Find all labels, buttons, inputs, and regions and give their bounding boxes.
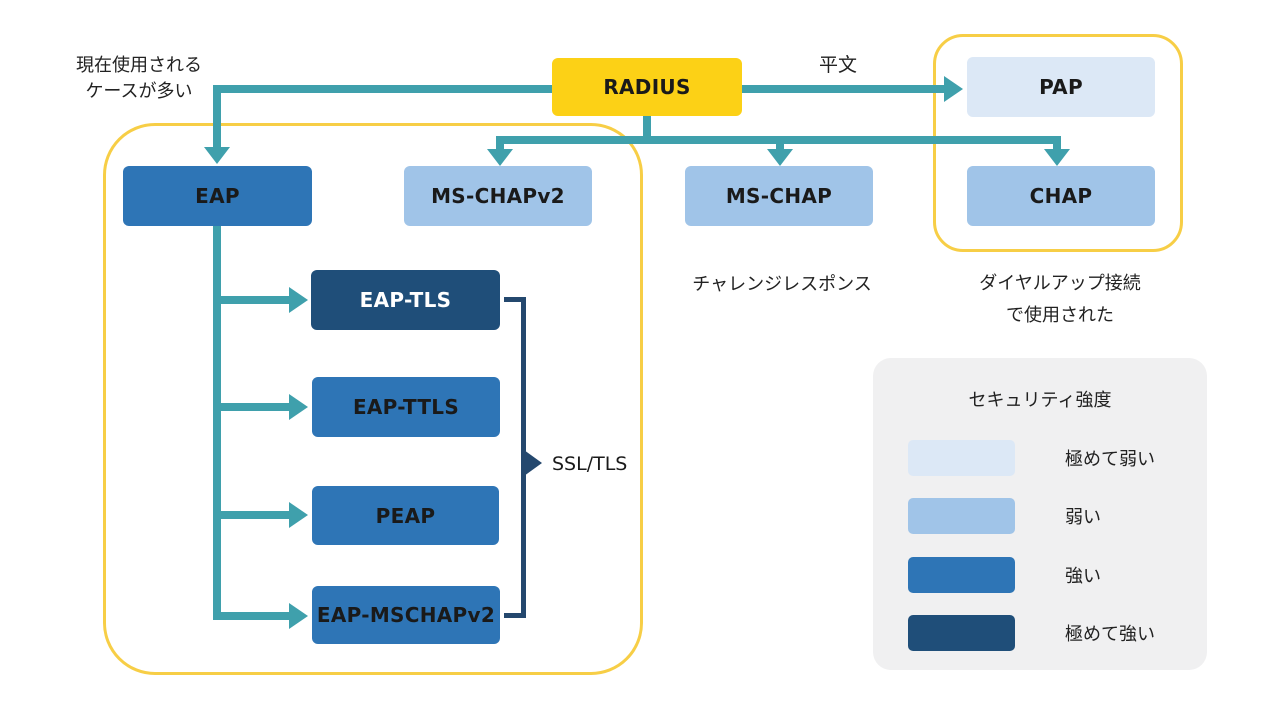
arrowhead-to-eap-ttls-icon xyxy=(289,394,308,420)
note-current-use: 現在使用される ケースが多い xyxy=(39,53,239,105)
legend-row-very-strong: 極めて強い xyxy=(908,615,1188,651)
node-peap-label: PEAP xyxy=(375,503,436,528)
connector-branch-eap-mschapv2 xyxy=(217,612,290,620)
node-eap-label: EAP xyxy=(195,184,240,208)
node-eap-tls: EAP-TLS xyxy=(311,270,500,330)
legend-row-weak: 弱い xyxy=(908,498,1188,534)
note-ssl-tls: SSL/TLS xyxy=(552,453,628,475)
security-strength-legend: セキュリティ強度 極めて弱い 弱い 強い 極めて強い xyxy=(873,358,1207,670)
legend-swatch-very-strong xyxy=(908,615,1015,651)
connector-stub-chap xyxy=(1053,136,1061,151)
note-dialup-line2: で使用された xyxy=(1006,305,1114,326)
node-eap-mschapv2: EAP-MSCHAPv2 xyxy=(312,586,500,644)
legend-swatch-weak xyxy=(908,498,1015,534)
arrowhead-to-pap-icon xyxy=(944,76,963,102)
node-chap-label: CHAP xyxy=(1029,184,1093,208)
legend-label-very-weak: 極めて弱い xyxy=(1065,449,1155,470)
connector-stub-mschapv2 xyxy=(496,144,504,151)
node-radius: RADIUS xyxy=(552,58,742,116)
note-current-use-line1: 現在使用される xyxy=(76,55,202,76)
legend-label-weak: 弱い xyxy=(1065,507,1101,528)
legend-row-strong: 強い xyxy=(908,557,1188,593)
node-eap-mschapv2-label: EAP-MSCHAPv2 xyxy=(316,603,496,627)
node-pap: PAP xyxy=(967,57,1155,117)
node-chap: CHAP xyxy=(967,166,1155,226)
eap-group-outline xyxy=(103,123,643,675)
arrowhead-to-eap-tls-icon xyxy=(289,287,308,313)
connector-radius-to-eap-horizontal xyxy=(213,85,552,93)
node-mschapv2: MS-CHAPv2 xyxy=(404,166,592,226)
connector-branch-eap-ttls xyxy=(217,403,290,411)
arrowhead-to-chap-icon xyxy=(1044,149,1070,166)
connector-eap-trunk xyxy=(213,226,221,620)
node-eap: EAP xyxy=(123,166,312,226)
arrowhead-to-eap-icon xyxy=(204,147,230,164)
node-eap-ttls: EAP-TTLS xyxy=(312,377,500,437)
arrowhead-to-eap-mschapv2-icon xyxy=(289,603,308,629)
connector-branch-peap xyxy=(217,511,290,519)
node-peap: PEAP xyxy=(312,486,499,545)
legend-swatch-strong xyxy=(908,557,1015,593)
connector-stub-mschap xyxy=(776,144,784,151)
node-mschap-label: MS-CHAP xyxy=(725,184,833,208)
arrowhead-to-mschapv2-icon xyxy=(487,149,513,166)
connector-radius-stub xyxy=(643,115,651,140)
node-eap-tls-label: EAP-TLS xyxy=(359,288,452,312)
node-mschapv2-label: MS-CHAPv2 xyxy=(431,184,565,208)
node-eap-ttls-label: EAP-TTLS xyxy=(352,395,460,419)
arrowhead-to-peap-icon xyxy=(289,502,308,528)
connector-radius-to-eap-vertical xyxy=(213,85,221,148)
connector-distribution-line xyxy=(496,136,1061,144)
note-current-use-line2: ケースが多い xyxy=(85,81,193,102)
legend-title: セキュリティ強度 xyxy=(968,390,1112,411)
node-pap-label: PAP xyxy=(1039,75,1083,99)
connector-branch-eap-tls xyxy=(217,296,290,304)
note-challenge-response: チャレンジレスポンス xyxy=(692,274,872,295)
legend-row-very-weak: 極めて弱い xyxy=(908,440,1188,476)
arrowhead-to-mschap-icon xyxy=(767,149,793,166)
note-plaintext: 平文 xyxy=(818,54,857,76)
node-radius-label: RADIUS xyxy=(603,75,691,99)
legend-swatch-very-weak xyxy=(908,440,1015,476)
note-dialup-line1: ダイヤルアップ接続 xyxy=(979,273,1141,294)
note-dialup: ダイヤルアップ接続 で使用された xyxy=(960,268,1160,332)
legend-label-strong: 強い xyxy=(1065,566,1101,587)
node-mschap: MS-CHAP xyxy=(685,166,873,226)
bracket-bottom-segment xyxy=(504,613,526,618)
legend-label-very-strong: 極めて強い xyxy=(1065,624,1155,645)
bracket-vertical-segment xyxy=(521,297,526,618)
connector-radius-to-pap xyxy=(742,85,944,93)
bracket-arrowhead-icon xyxy=(524,450,542,476)
bracket-top-segment xyxy=(504,297,526,302)
